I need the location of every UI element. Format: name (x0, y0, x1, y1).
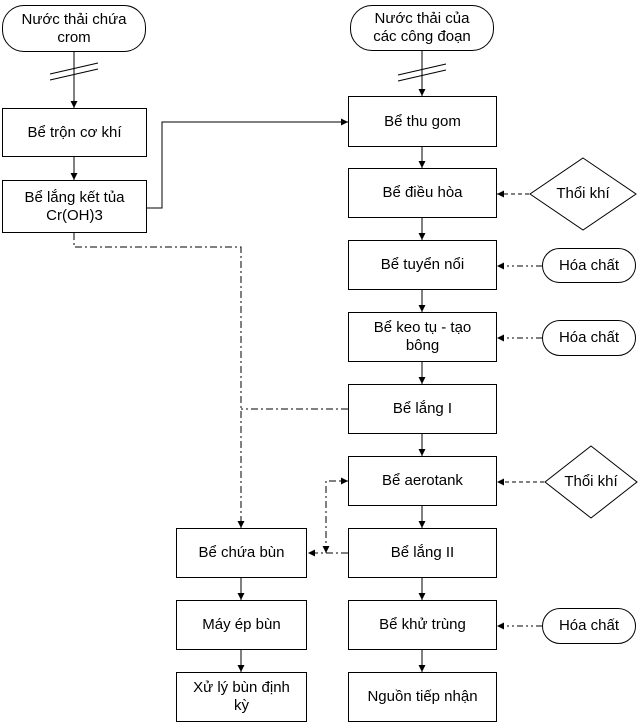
flotation-tank-label: Bể tuyển nổi (380, 256, 465, 273)
sludge-holding-tank-label: Bể chứa bùn (198, 544, 285, 561)
air-supply-aerotank: Thổi khí (544, 445, 638, 519)
mechanical-mixing-tank: Bể trộn cơ khí (2, 108, 147, 157)
chemical-input-flotation: Hóa chất (542, 248, 636, 283)
source-chromium-wastewater: Nước thải chứa crom (2, 5, 146, 52)
secondary-settling-tank-label: Bể lắng II (390, 544, 455, 561)
source-process-wastewater-label: Nước thải của các công đoạn (373, 10, 471, 45)
diamond-shape (544, 445, 638, 519)
primary-settling-tank-label: Bể lắng I (392, 400, 453, 417)
periodic-sludge-disposal-label: Xử lý bùn định kỳ (193, 679, 290, 714)
chemical-input-coagulation: Hóa chất (542, 320, 636, 356)
crossing-mark-left-a (49, 62, 99, 75)
periodic-sludge-disposal: Xử lý bùn định kỳ (176, 672, 307, 722)
chromium-precipitation-tank: Bể lắng kết tủa Cr(OH)3 (2, 180, 147, 233)
sludge-holding-tank: Bể chứa bùn (176, 528, 307, 578)
equalization-tank: Bể điều hòa (348, 168, 497, 218)
coagulation-flocculation-tank-label: Bể keo tụ - tạo bông (373, 319, 472, 354)
chemical-input-disinfection-label: Hóa chất (558, 617, 620, 634)
coagulation-flocculation-tank: Bể keo tụ - tạo bông (348, 312, 497, 362)
equalization-tank-label: Bể điều hòa (382, 184, 463, 201)
aerotank-label: Bể aerotank (382, 472, 463, 489)
flow-precipitation-to-collection (147, 118, 348, 209)
disinfection-tank-label: Bể khử trùng (379, 616, 466, 633)
sludge-filter-press: Máy ép bùn (176, 600, 307, 650)
primary-settling-tank: Bể lắng I (348, 384, 497, 434)
collection-tank-label: Bể thu gom (384, 112, 461, 130)
mechanical-mixing-tank-label: Bể trộn cơ khí (27, 123, 122, 141)
air-supply-equalization-label: Thổi khí (556, 185, 610, 202)
return-sludge-to-aerotank (322, 477, 348, 553)
source-process-wastewater: Nước thải của các công đoạn (350, 5, 494, 51)
aerotank: Bể aerotank (348, 456, 497, 506)
disinfection-tank: Bể khử trùng (348, 600, 497, 650)
chemical-input-coagulation-label: Hóa chất (558, 329, 620, 346)
secondary-settling-tank: Bể lắng II (348, 528, 497, 578)
flotation-tank: Bể tuyển nổi (348, 240, 497, 290)
collection-tank: Bể thu gom (348, 96, 497, 147)
receiving-source-label: Nguồn tiếp nhận (367, 688, 478, 705)
air-supply-equalization: Thổi khí (529, 157, 637, 231)
crossing-mark-right-a (397, 63, 447, 76)
sludge-filter-press-label: Máy ép bùn (202, 616, 281, 633)
crossing-mark-right-b (397, 69, 447, 82)
source-chromium-wastewater-label: Nước thải chứa crom (21, 10, 127, 46)
chemical-input-disinfection: Hóa chất (542, 608, 636, 644)
crossing-mark-left-b (49, 68, 99, 81)
air-supply-aerotank-label: Thổi khí (564, 473, 618, 490)
chromium-precipitation-tank-label: Bể lắng kết tủa Cr(OH)3 (24, 188, 125, 224)
chemical-input-flotation-label: Hóa chất (558, 256, 620, 274)
diamond-shape (529, 157, 637, 231)
receiving-source: Nguồn tiếp nhận (348, 672, 497, 722)
sludge-from-precipitation (73, 233, 245, 528)
